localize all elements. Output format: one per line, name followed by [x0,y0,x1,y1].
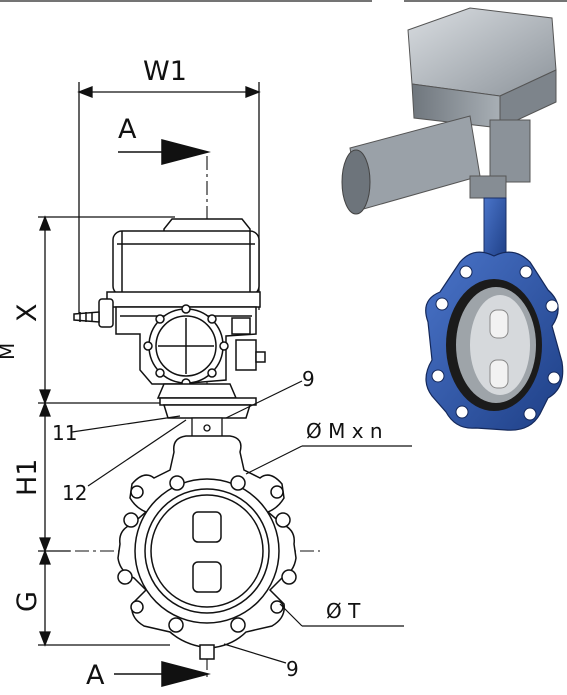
label-h1: H1 [12,459,43,496]
section-arrow-top [118,139,211,165]
label-m: M [0,343,19,360]
callout-12: 12 [62,481,87,505]
product-render [341,7,564,431]
label-x: X [12,304,43,323]
actuator-drawing [73,218,266,419]
label-bolt-circle: Ø M x n [306,419,383,443]
callout-9-bottom: 9 [286,657,299,681]
callout-11: 11 [52,421,77,445]
label-section-a-bottom: A [86,660,105,691]
dimension-chain-left [38,215,175,647]
valve-body-drawing [117,435,297,660]
label-w1: W1 [143,56,187,87]
callout-lines [71,380,412,664]
callout-9-top: 9 [302,367,315,391]
label-outer-diameter: Ø T [326,599,361,623]
label-g: G [12,591,43,612]
section-arrow-bottom [114,661,211,687]
label-section-a-top: A [118,114,137,145]
